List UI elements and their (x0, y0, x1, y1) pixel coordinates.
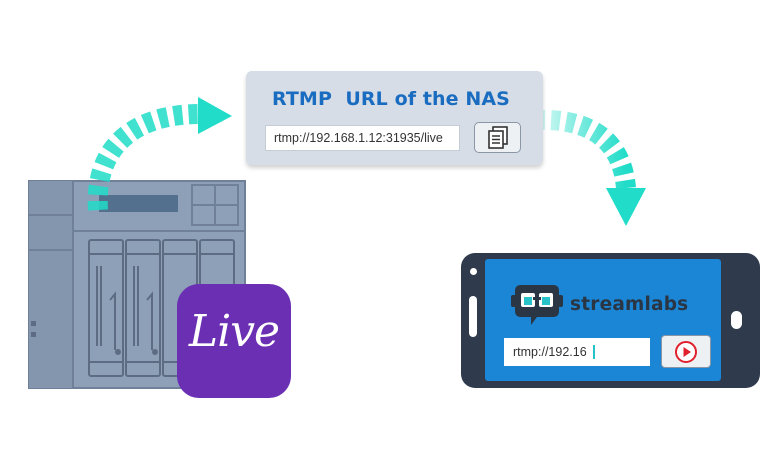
streamlabs-wordmark: streamlabs (570, 294, 689, 315)
rtmp-url-card: RTMP URL of the NAS rtmp://192.168.1.12:… (246, 71, 543, 165)
play-icon (675, 340, 697, 363)
smartphone: streamlabs rtmp://192.16 (461, 253, 760, 388)
phone-camera-icon (470, 268, 477, 275)
phone-speaker-icon (469, 296, 477, 337)
phone-home-button-icon (731, 311, 742, 329)
start-stream-button[interactable] (661, 335, 711, 368)
copy-url-button[interactable] (474, 122, 521, 153)
arrow-card-to-phone-icon (535, 109, 646, 226)
live-app-label: Live (188, 306, 280, 357)
copy-document-icon (487, 125, 508, 149)
arrow-nas-to-card-icon (87, 97, 232, 211)
nas-display-slot (99, 195, 178, 212)
streamlabs-logo-icon (511, 285, 563, 325)
text-caret (592, 344, 595, 359)
rtmp-url-field[interactable]: rtmp://192.168.1.12:31935/live (265, 125, 460, 151)
streamlabs-url-input[interactable]: rtmp://192.16 (504, 338, 650, 366)
url-card-title: RTMP URL of the NAS (272, 88, 510, 110)
live-app-icon: Live (177, 284, 291, 398)
phone-screen: streamlabs rtmp://192.16 (485, 259, 721, 381)
streamlabs-url-text: rtmp://192.16 (513, 345, 587, 359)
